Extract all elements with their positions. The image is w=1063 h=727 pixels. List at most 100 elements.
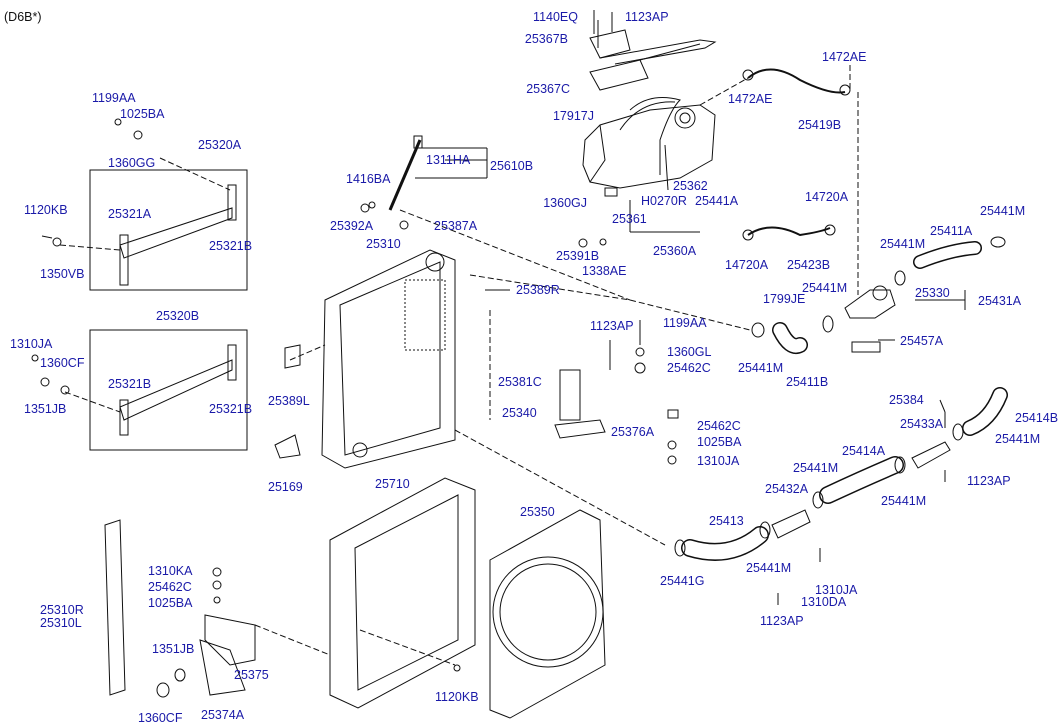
callout-25367c[interactable]: 25367C xyxy=(526,82,570,96)
thermostat-housing xyxy=(844,285,896,353)
callout-17917j[interactable]: 17917J xyxy=(552,109,594,123)
callout-25310l[interactable]: 25310L xyxy=(40,616,82,630)
callout-25431a[interactable]: 25431A xyxy=(978,294,1022,308)
callout-1123ap-right[interactable]: 1123AP xyxy=(967,474,1011,488)
callout-25441m-lower[interactable]: 25441M xyxy=(793,461,839,475)
callout-1123ap-mid[interactable]: 1123AP xyxy=(590,319,634,333)
callout-25310[interactable]: 25310 xyxy=(366,237,401,251)
hose-25423b xyxy=(747,226,831,237)
callout-25362[interactable]: 25362 xyxy=(673,179,708,193)
callout-25414a[interactable]: 25414A xyxy=(842,444,886,458)
callout-1120kb-bottom[interactable]: 1120KB xyxy=(435,690,479,704)
callout-25391b[interactable]: 25391B xyxy=(556,249,600,263)
reservoir-tank xyxy=(582,97,716,197)
callout-1416ba[interactable]: 1416BA xyxy=(346,172,391,186)
variant-code: (D6B*) xyxy=(4,10,42,24)
callout-1310ja-left[interactable]: 1310JA xyxy=(10,337,53,351)
callout-1140eq[interactable]: 1140EQ xyxy=(533,10,578,24)
callout-25340[interactable]: 25340 xyxy=(502,406,537,420)
callout-25321a[interactable]: 25321A xyxy=(108,207,152,221)
fan-shroud xyxy=(489,509,606,719)
callout-25419b[interactable]: 25419B xyxy=(798,118,842,132)
callout-25320a[interactable]: 25320A xyxy=(198,138,242,152)
callout-1311ha[interactable]: 1311HA xyxy=(426,153,471,167)
callout-1799je[interactable]: 1799JE xyxy=(763,292,806,306)
callout-1360gl[interactable]: 1360GL xyxy=(667,345,712,359)
callout-25462c-left[interactable]: 25462C xyxy=(148,580,192,594)
radiator xyxy=(321,249,456,469)
callout-25374a[interactable]: 25374A xyxy=(201,708,245,722)
callout-25423b[interactable]: 25423B xyxy=(787,258,831,272)
callout-25462c-mid[interactable]: 25462C xyxy=(667,361,711,375)
callout-1123ap-top[interactable]: 1123AP xyxy=(625,10,669,24)
callout-25361[interactable]: 25361 xyxy=(612,212,647,226)
callout-25375[interactable]: 25375 xyxy=(234,668,269,682)
callout-14720a[interactable]: 14720A xyxy=(725,258,769,272)
callout-25381c[interactable]: 25381C xyxy=(498,375,542,389)
callout-1360cf-lower[interactable]: 1360CF xyxy=(138,711,183,725)
callout-1338ae[interactable]: 1338AE xyxy=(582,264,627,278)
callout-1199aa[interactable]: 1199AA xyxy=(92,91,136,105)
callout-25710[interactable]: 25710 xyxy=(375,477,410,491)
callout-25441g[interactable]: 25441G xyxy=(660,574,705,588)
callout-25441m-top-right[interactable]: 25441M xyxy=(980,204,1026,218)
callout-1025ba-top[interactable]: 1025BA xyxy=(120,107,165,121)
callout-25310r[interactable]: 25310R xyxy=(40,603,84,617)
callout-25169[interactable]: 25169 xyxy=(268,480,303,494)
reservoir-bracket xyxy=(589,10,717,91)
callout-25321b-c[interactable]: 25321B xyxy=(209,402,253,416)
callout-25321b-a[interactable]: 25321B xyxy=(209,239,253,253)
callout-1351jb-upper[interactable]: 1351JB xyxy=(24,402,67,416)
callout-25330[interactable]: 25330 xyxy=(915,286,950,300)
callout-1310ka[interactable]: 1310KA xyxy=(148,564,193,578)
callout-25413[interactable]: 25413 xyxy=(709,514,744,528)
callout-1310ja-right[interactable]: 1310JA xyxy=(697,454,740,468)
callout-1199aa-mid[interactable]: 1199AA xyxy=(663,316,707,330)
callout-25441m-mid[interactable]: 25441M xyxy=(802,281,848,295)
callout-1360gj[interactable]: 1360GJ xyxy=(543,196,587,210)
callout-1472ae-top[interactable]: 1472AE xyxy=(822,50,867,64)
callout-1123ap-bottom[interactable]: 1123AP xyxy=(760,614,804,628)
callout-1025ba-left[interactable]: 1025BA xyxy=(148,596,193,610)
callout-1360gg[interactable]: 1360GG xyxy=(108,156,156,170)
callout-25392a[interactable]: 25392A xyxy=(330,219,374,233)
callout-25389r[interactable]: 25389R xyxy=(516,283,560,297)
callout-25376a[interactable]: 25376A xyxy=(611,425,655,439)
callout-25321b-b[interactable]: 25321B xyxy=(108,377,152,391)
callout-25384[interactable]: 25384 xyxy=(889,393,924,407)
callout-1351jb-lower[interactable]: 1351JB xyxy=(152,642,195,656)
callout-1025ba-right[interactable]: 1025BA xyxy=(697,435,742,449)
callout-25350[interactable]: 25350 xyxy=(520,505,555,519)
callout-h0270r[interactable]: H0270R xyxy=(641,194,687,208)
callout-25387a[interactable]: 25387A xyxy=(434,219,478,233)
callout-25462c-right[interactable]: 25462C xyxy=(697,419,741,433)
callout-25414b[interactable]: 25414B xyxy=(1015,411,1059,425)
callout-1350vb[interactable]: 1350VB xyxy=(40,267,85,281)
callout-25432a[interactable]: 25432A xyxy=(765,482,809,496)
callout-25441m-left[interactable]: 25441M xyxy=(738,361,784,375)
callout-25433a[interactable]: 25433A xyxy=(900,417,944,431)
callout-25441m-bottom[interactable]: 25441M xyxy=(746,561,792,575)
callout-25457a[interactable]: 25457A xyxy=(900,334,944,348)
callout-25360a[interactable]: 25360A xyxy=(653,244,697,258)
callout-1472ae[interactable]: 1472AE xyxy=(728,92,773,106)
hose-25419b xyxy=(747,68,846,94)
callout-25441m-far-right[interactable]: 25441M xyxy=(995,432,1041,446)
callout-1120kb[interactable]: 1120KB xyxy=(24,203,68,217)
callout-25411a[interactable]: 25411A xyxy=(930,224,973,238)
callout-25320b[interactable]: 25320B xyxy=(156,309,200,323)
callout-25441a-tank[interactable]: 25441A xyxy=(695,194,739,208)
callout-14720a-top[interactable]: 14720A xyxy=(805,190,849,204)
callout-1360cf-upper[interactable]: 1360CF xyxy=(40,356,85,370)
callout-25411b[interactable]: 25411B xyxy=(786,375,829,389)
callout-1310ja-bottom[interactable]: 1310JA xyxy=(815,583,858,597)
callout-1310da[interactable]: 1310DA xyxy=(801,595,847,609)
callout-25389l[interactable]: 25389L xyxy=(268,394,310,408)
callout-25610b[interactable]: 25610B xyxy=(490,159,534,173)
callout-25441m-lower-right[interactable]: 25441M xyxy=(881,494,927,508)
shroud xyxy=(329,477,476,709)
callout-25367b[interactable]: 25367B xyxy=(524,32,568,46)
callout-25441m-upper[interactable]: 25441M xyxy=(880,237,926,251)
